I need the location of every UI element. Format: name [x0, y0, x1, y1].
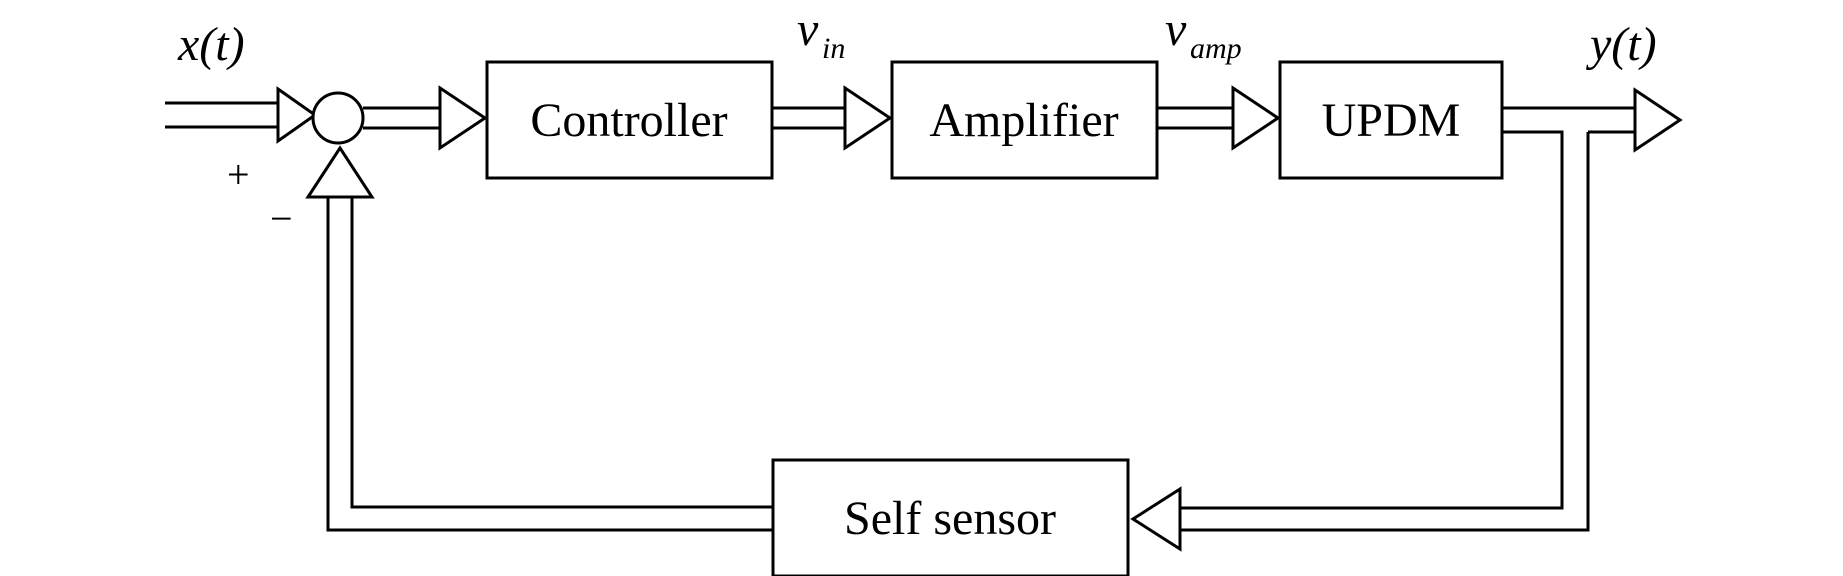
feedback-arrowhead-into-sensor — [1130, 486, 1182, 552]
minus-sign: − — [270, 196, 293, 241]
v-in-label: v in — [797, 3, 845, 65]
svg-text:amp: amp — [1190, 32, 1242, 65]
output-arrow — [1180, 87, 1683, 532]
amplifier-label: Amplifier — [929, 94, 1118, 147]
controller-label: Controller — [530, 94, 727, 147]
input-arrow — [165, 86, 318, 144]
updm-block: UPDM — [1278, 60, 1504, 180]
feedback-path — [305, 145, 773, 532]
self-sensor-label: Self sensor — [844, 492, 1056, 545]
v-amp-label: v amp — [1165, 3, 1242, 65]
svg-text:v: v — [797, 3, 819, 56]
input-signal-label: x(t) — [177, 18, 245, 71]
plus-sign: + — [227, 152, 250, 197]
summing-junction — [311, 91, 365, 145]
output-signal-label: y(t) — [1585, 18, 1657, 71]
arrow-controller-to-amplifier — [772, 85, 893, 151]
controller-block: Controller — [485, 60, 774, 180]
updm-label: UPDM — [1322, 94, 1461, 147]
amplifier-block: Amplifier — [890, 60, 1159, 180]
svg-text:v: v — [1165, 3, 1187, 56]
self-sensor-block: Self sensor — [771, 458, 1130, 576]
svg-text:in: in — [822, 32, 845, 65]
arrow-sum-to-controller — [363, 85, 488, 151]
arrow-amplifier-to-updm — [1157, 85, 1281, 151]
